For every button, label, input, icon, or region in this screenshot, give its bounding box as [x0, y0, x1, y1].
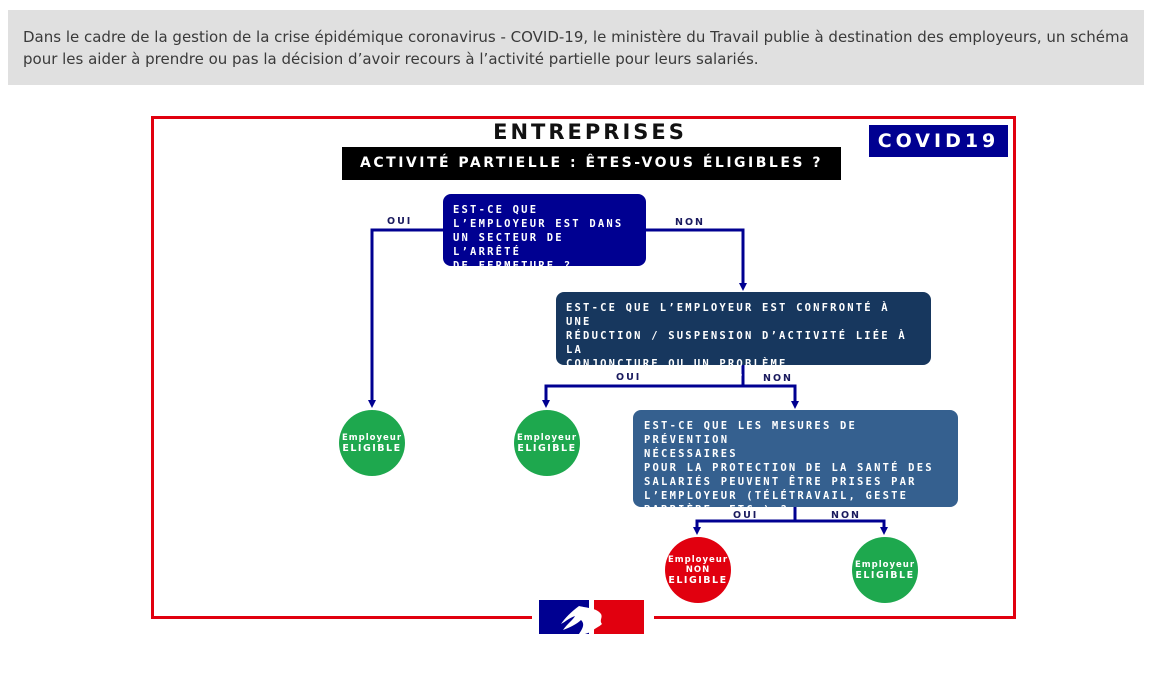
arrow-q2-yes [542, 365, 745, 408]
arrow-q3-no [795, 519, 888, 535]
question-closure-sector: EST-CE QUE L’EMPLOYEUR EST DANS UN SECTE… [443, 194, 646, 272]
label-q3-no: NON [831, 510, 861, 521]
result-eligible-reduction: Employeur ELIGIBLE [514, 410, 580, 476]
marianne-logo-icon [539, 600, 644, 634]
label-q1-no: NON [675, 217, 705, 228]
result-employer-label: Employeur [516, 432, 578, 443]
arrow-q1-no [646, 228, 747, 291]
covid-badge: COVID19 [869, 125, 1008, 157]
arrow-q1-yes [368, 228, 443, 408]
result-status-label: ELIGIBLE [855, 569, 915, 581]
arrow-q2-no [743, 384, 799, 409]
result-status-label: ELIGIBLE [342, 442, 402, 454]
label-q1-yes: OUI [387, 216, 413, 227]
result-eligible-closure: Employeur ELIGIBLE [339, 410, 405, 476]
question-prevention-measures: EST-CE QUE LES MESURES DE PRÉVENTION NÉC… [633, 410, 958, 516]
result-not-eligible: Employeur NON ELIGIBLE [665, 537, 731, 603]
result-employer-label: Employeur [854, 559, 916, 570]
label-q3-yes: OUI [733, 510, 759, 521]
result-non-label: NON [685, 564, 711, 575]
result-employer-label: Employeur [341, 432, 403, 443]
diagram-subtitle: ACTIVITÉ PARTIELLE : ÊTES-VOUS ÉLIGIBLES… [342, 147, 841, 180]
result-status-label: ELIGIBLE [668, 574, 728, 586]
arrow-q3-yes [693, 507, 797, 535]
result-eligible-prevention: Employeur ELIGIBLE [852, 537, 918, 603]
label-q2-no: NON [763, 373, 793, 384]
intro-text: Dans le cadre de la gestion de la crise … [8, 10, 1144, 85]
question-activity-reduction: EST-CE QUE L’EMPLOYEUR EST CONFRONTÉ À U… [556, 292, 931, 384]
label-q2-yes: OUI [616, 372, 642, 383]
result-status-label: ELIGIBLE [517, 442, 577, 454]
result-employer-label: Employeur [667, 554, 729, 565]
diagram-title: ENTREPRISES [493, 120, 687, 144]
